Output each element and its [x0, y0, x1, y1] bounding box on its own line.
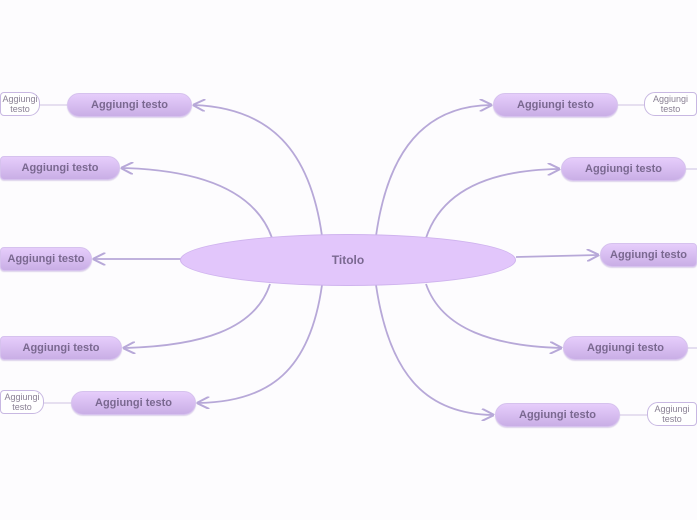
edge-right-3 [515, 255, 598, 257]
edge-right-4 [425, 283, 561, 348]
topic-right-2[interactable]: Aggiungi testo [561, 157, 686, 181]
subtopic-left-5[interactable]: Aggiungi testo [0, 390, 44, 414]
topic-label: Aggiungi testo [7, 253, 85, 265]
topic-left-3[interactable]: Aggiungi testo [0, 247, 92, 271]
topic-left-2[interactable]: Aggiungi testo [0, 156, 120, 180]
edge-right-1 [375, 105, 491, 237]
topic-label: Aggiungi testo [95, 397, 172, 409]
subtopic-label: Aggiungi testo [2, 94, 38, 114]
topic-label: Aggiungi testo [587, 342, 664, 354]
edge-left-4 [124, 283, 271, 348]
subtopic-label: Aggiungi testo [654, 404, 690, 424]
topic-label: Aggiungi testo [519, 409, 596, 421]
central-topic-label: Titolo [331, 253, 365, 267]
topic-label: Aggiungi testo [21, 162, 99, 174]
topic-label: Aggiungi testo [610, 249, 687, 261]
topic-label: Aggiungi testo [585, 163, 662, 175]
central-topic[interactable]: Titolo [180, 234, 516, 286]
subtopic-right-5[interactable]: Aggiungi testo [647, 402, 697, 426]
subtopic-left-1[interactable]: Aggiungi testo [0, 92, 40, 116]
edge-left-5 [198, 284, 323, 403]
topic-label: Aggiungi testo [517, 99, 594, 111]
topic-label: Aggiungi testo [22, 342, 100, 354]
topic-left-5[interactable]: Aggiungi testo [71, 391, 196, 415]
subtopic-label: Aggiungi testo [652, 94, 689, 114]
topic-left-1[interactable]: Aggiungi testo [67, 93, 192, 117]
edge-left-2 [122, 168, 273, 239]
topic-right-4[interactable]: Aggiungi testo [563, 336, 688, 360]
topic-label: Aggiungi testo [91, 99, 168, 111]
edge-left-1 [194, 105, 323, 237]
subtopic-label: Aggiungi testo [4, 392, 40, 412]
topic-right-1[interactable]: Aggiungi testo [493, 93, 618, 117]
subtopic-right-1[interactable]: Aggiungi testo [644, 92, 697, 116]
edge-right-2 [425, 169, 559, 239]
edge-right-5 [375, 284, 493, 415]
topic-right-3[interactable]: Aggiungi testo [600, 243, 697, 267]
topic-left-4[interactable]: Aggiungi testo [0, 336, 122, 360]
topic-right-5[interactable]: Aggiungi testo [495, 403, 620, 427]
